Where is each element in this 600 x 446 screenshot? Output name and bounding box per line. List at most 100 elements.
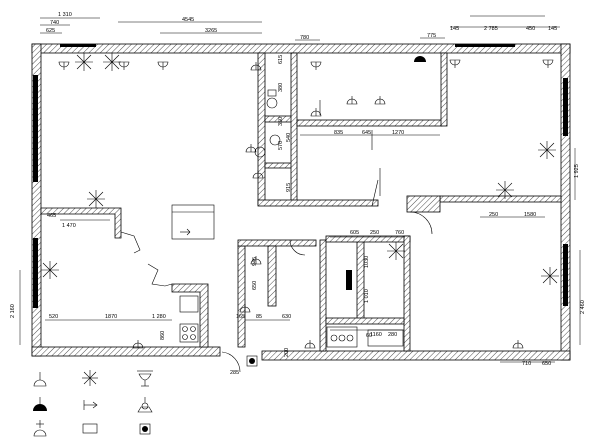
- ceiling-lamp-icon: [310, 108, 322, 117]
- ceiling-lamp-icon: [304, 340, 316, 349]
- ceiling-lamp-icon: [58, 61, 70, 70]
- wall-horizontal-mid: [257, 199, 379, 207]
- chandelier-icon: [387, 242, 405, 260]
- windows: [33, 44, 568, 308]
- dim-label: 60: [366, 333, 372, 339]
- switch-arrow-icon: [83, 400, 98, 410]
- ceiling-lamp-icon: [252, 170, 264, 179]
- wall-bottom-right: [261, 350, 571, 361]
- kitchen-island: [171, 204, 215, 240]
- dim-label: 1030: [364, 256, 370, 268]
- dim-label: 250: [489, 212, 498, 218]
- chandelier-icon: [538, 141, 556, 159]
- dim-label: 350: [278, 117, 284, 126]
- dim-label: 540: [286, 133, 292, 142]
- interior-walls: [40, 52, 562, 352]
- dim-label: 1270: [392, 130, 404, 136]
- door-main-entrance: [221, 351, 241, 373]
- washbasin: [269, 134, 281, 146]
- wall-bedroom-bottom: [296, 119, 443, 127]
- ceiling-lamp-icon: [310, 61, 322, 70]
- dim-label: 1580: [524, 212, 536, 218]
- dim-label: 630: [282, 314, 291, 320]
- spotlight-icon: [137, 397, 153, 413]
- ceiling-lamp-icon: [449, 59, 461, 68]
- wall-panel: [346, 270, 352, 290]
- window-left-lower: [33, 238, 38, 308]
- sink: [179, 295, 199, 313]
- chandelier-icon: [541, 267, 559, 285]
- dim-label: 835: [334, 130, 343, 136]
- downlight-icon: [33, 420, 47, 437]
- chandelier-icon: [75, 53, 93, 71]
- dim-label: 2 785: [484, 26, 498, 32]
- dim-label: 645: [362, 130, 371, 136]
- wall-bath2-lower: [325, 317, 405, 325]
- dim-label: 145: [548, 26, 557, 32]
- wall-panel-light-icon: [82, 423, 98, 434]
- wall-bath2-right: [403, 235, 411, 352]
- window-left-upper: [33, 75, 38, 182]
- dim-label: 780: [300, 35, 309, 41]
- wall-sconce-icon: [137, 370, 153, 387]
- wall-central-vertical: [257, 52, 266, 206]
- window-top-1: [60, 44, 96, 47]
- wall-bath2-left: [356, 239, 365, 321]
- ceiling-lamp-icon: [132, 340, 144, 349]
- dim-label: 465: [47, 213, 56, 219]
- dim-label: 165: [236, 314, 245, 320]
- wall-horizontal-right: [439, 195, 562, 203]
- wall-hall-top: [237, 239, 317, 247]
- dim-label: 760: [395, 230, 404, 236]
- dim-label: 1 280: [152, 314, 166, 320]
- wall-kitchen-counter-top: [40, 207, 122, 239]
- chandelier-icon: [82, 370, 98, 386]
- window-right-lower: [563, 244, 568, 306]
- wall-hall-left: [237, 245, 246, 348]
- dim-label: 250: [370, 230, 379, 236]
- kitchen-angled-counter: [120, 231, 173, 287]
- ceiling-lamp-icon: [245, 144, 257, 153]
- wall-hall-inner: [267, 245, 277, 307]
- dim-label: 1870: [105, 314, 117, 320]
- pendant-lamp-filled-icon: [414, 56, 426, 62]
- chandelier-icon: [103, 53, 121, 71]
- chandelier-icon: [87, 190, 105, 208]
- dim-label: 4545: [182, 17, 194, 23]
- dim-label: 860: [160, 331, 166, 340]
- dim-label: 450: [526, 26, 535, 32]
- dim-label: 775: [427, 33, 436, 39]
- dim-label: 3265: [205, 28, 217, 34]
- ceiling-lamp-icon: [512, 340, 524, 349]
- ceiling-lamp-icon: [250, 62, 262, 71]
- ceiling-lamp-icon: [157, 61, 169, 70]
- wall-closet-right: [440, 52, 448, 127]
- dim-label: 605: [350, 230, 359, 236]
- dim-label: 650: [542, 361, 551, 367]
- chandelier-icon: [496, 181, 514, 199]
- dim-label: 200: [284, 348, 290, 357]
- dimension-labels: 1 310 740 625 4545 3265 780 775 145 2 78…: [10, 12, 586, 376]
- dim-label: 740: [50, 20, 59, 26]
- ceiling-lamp-icon: [118, 61, 130, 70]
- ceiling-lamp-icon: [542, 59, 554, 68]
- dimension-lines: [19, 15, 581, 363]
- dim-label: 280: [388, 332, 397, 338]
- dim-label: 285: [230, 370, 239, 376]
- dim-label: 1 470: [62, 223, 76, 229]
- dim-label: 1160: [370, 332, 382, 338]
- junction-box-icon: [139, 423, 151, 435]
- dim-label: 2 160: [10, 304, 16, 318]
- ceiling-lamp-icon: [374, 96, 386, 105]
- legend: [33, 355, 258, 437]
- dim-label: 1 310: [58, 12, 72, 18]
- light-fixtures: [41, 53, 559, 349]
- ceiling-lamp-icon: [346, 96, 358, 105]
- dim-label: 1 010: [364, 289, 370, 303]
- stove: [179, 323, 199, 343]
- ceiling-lamp-icon: [250, 256, 262, 265]
- dim-label: 615: [278, 55, 284, 64]
- dim-label: 85: [256, 314, 262, 320]
- toilet: [266, 97, 278, 109]
